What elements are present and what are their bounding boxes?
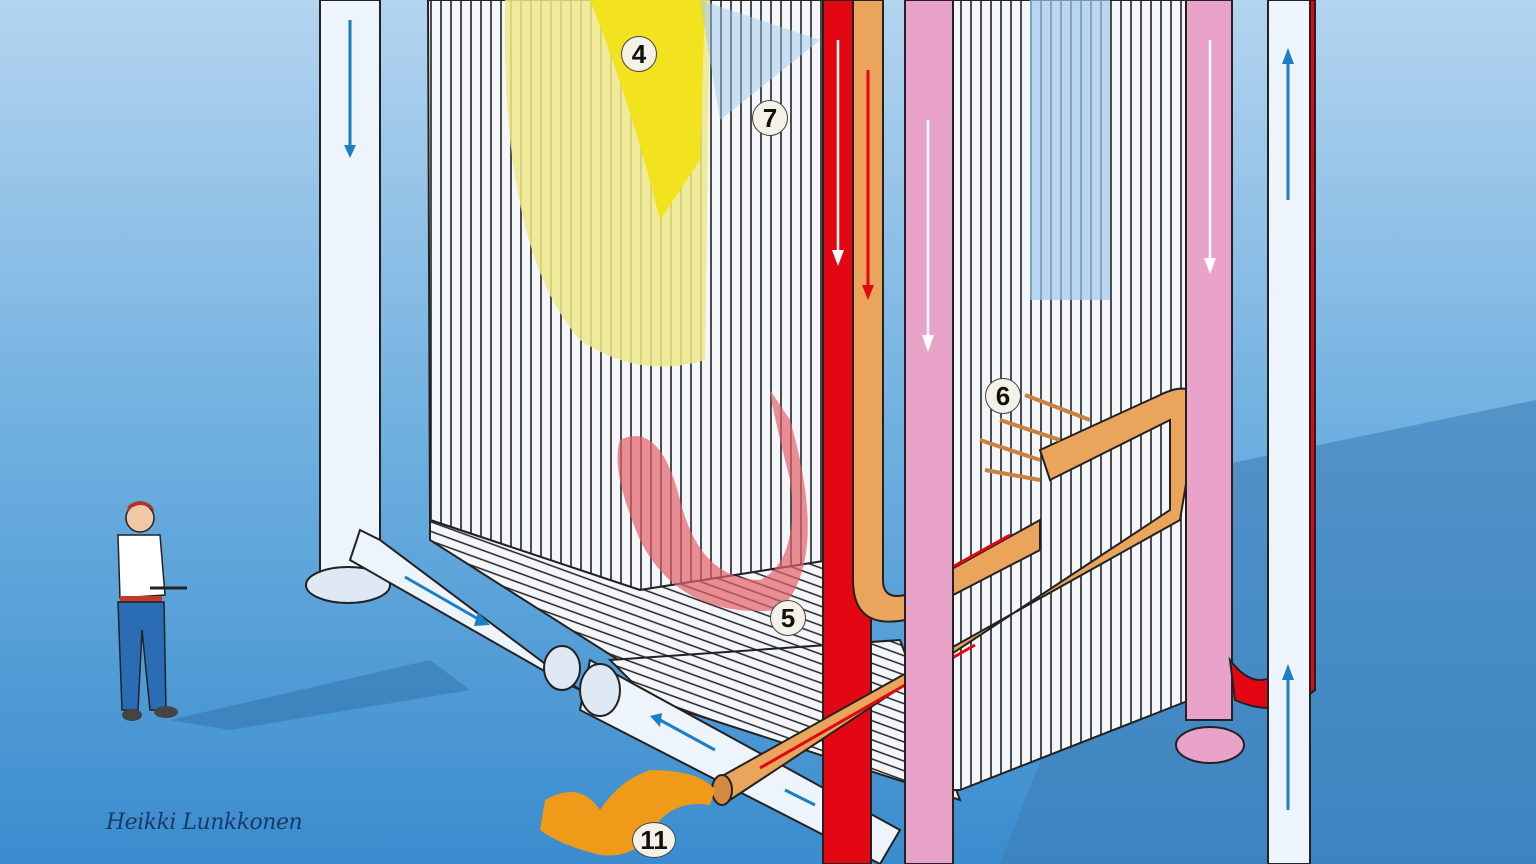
callout-7: 7 (752, 100, 788, 136)
artist-signature: Heikki Lunkkonen (106, 810, 303, 835)
tube-stubs (979, 393, 1091, 482)
person-figure (117, 501, 187, 721)
bottom-header-pipes (348, 528, 902, 864)
pink-pipes (904, 0, 1245, 864)
callout-11: 11 (632, 822, 676, 858)
hot-gas-flow-5 (617, 390, 808, 612)
flame-core (590, 0, 705, 220)
callout-6: 6 (985, 378, 1021, 414)
right-riser-pipe (1228, 0, 1316, 864)
callout-5: 5 (770, 600, 806, 636)
floor-shadow (170, 660, 470, 730)
ash-outlet-11 (540, 770, 715, 856)
convection-tube-wall (700, 0, 1191, 791)
left-downcomer-pipe (305, 0, 391, 604)
callout-4: 4 (621, 36, 657, 72)
